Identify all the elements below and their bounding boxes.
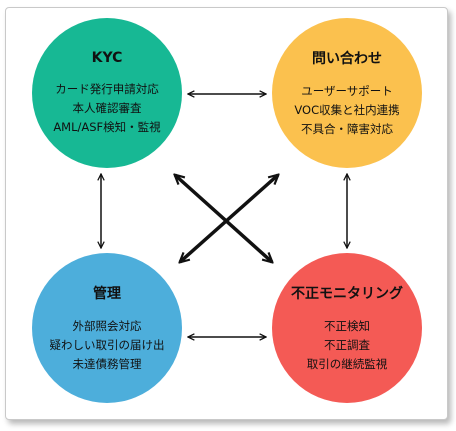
management-circle: 管理 外部照会対応 疑わしい取引の届け出 未達債務管理 [32, 253, 182, 403]
inquiry-circle: 問い合わせ ユーザーサポート VOC収集と社内連携 不具合・障害対応 [272, 18, 422, 168]
kyc-item: 本人確認審査 [72, 100, 142, 115]
arrow-kyc-monitoring [175, 175, 272, 262]
kyc-item: AML/ASF検知・監視 [53, 119, 161, 134]
management-item: 外部照会対応 [72, 318, 142, 333]
monitoring-title: 不正モニタリング [291, 285, 403, 302]
management-item: 未達債務管理 [72, 356, 142, 371]
kyc-title: KYC [91, 49, 123, 66]
management-title: 管理 [93, 285, 121, 302]
monitoring-circle: 不正モニタリング 不正検知 不正調査 取引の継続監視 [272, 253, 422, 403]
inquiry-item: VOC収集と社内連携 [294, 102, 400, 117]
inquiry-title: 問い合わせ [312, 50, 382, 67]
management-item: 疑わしい取引の届け出 [49, 337, 165, 352]
inquiry-item: 不具合・障害対応 [301, 121, 393, 136]
arrow-inquiry-management [180, 175, 278, 262]
kyc-circle: KYC カード発行申請対応 本人確認審査 AML/ASF検知・監視 [32, 18, 182, 168]
monitoring-item: 取引の継続監視 [306, 356, 388, 371]
monitoring-item: 不正検知 [324, 318, 370, 333]
inquiry-item: ユーザーサポート [301, 83, 393, 98]
kyc-item: カード発行申請対応 [55, 81, 159, 96]
monitoring-item: 不正調査 [324, 337, 370, 352]
